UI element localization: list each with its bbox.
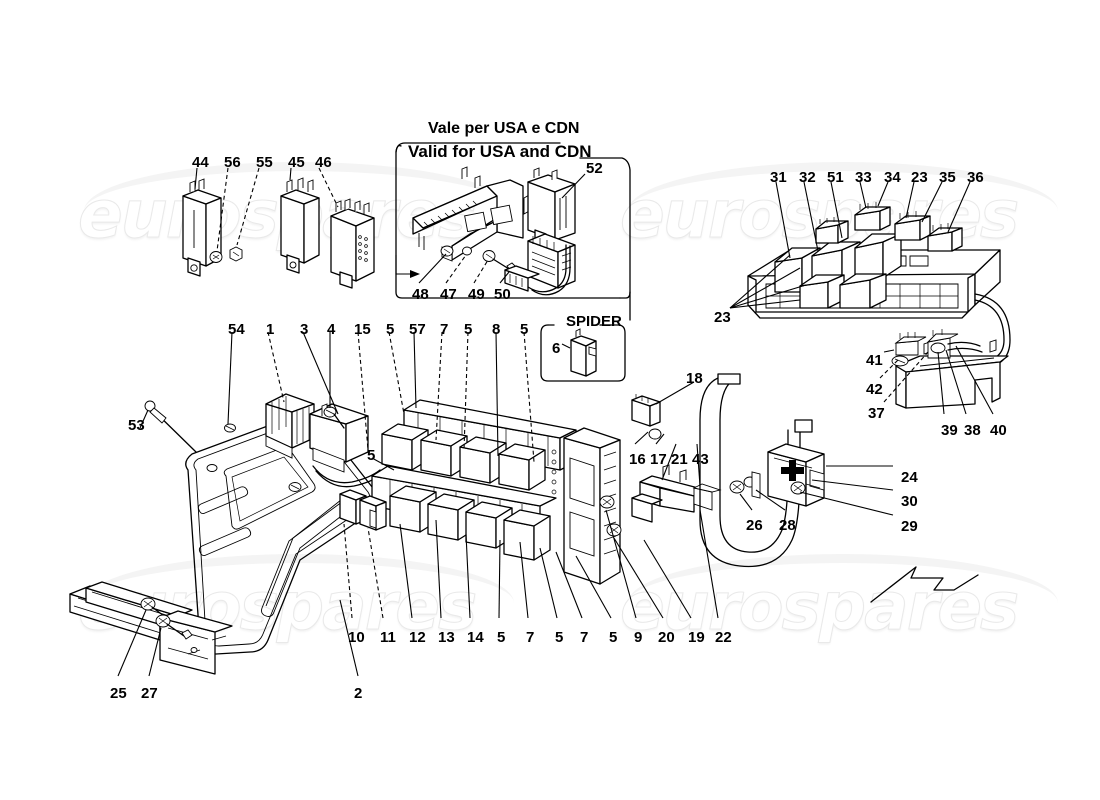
callout-number: 26 <box>746 517 763 534</box>
callout-number: 44 <box>192 154 209 171</box>
callout-number: 22 <box>715 629 732 646</box>
callout-number: 17 <box>650 451 667 468</box>
callout-number: 54 <box>228 321 245 338</box>
watermark-text: eurospares <box>619 568 1019 646</box>
callout-number: 23 <box>911 169 928 186</box>
watermark-text: eurospares <box>77 176 477 254</box>
watermark-arc <box>84 162 514 211</box>
callout-number: 15 <box>354 321 371 338</box>
callout-number: 27 <box>141 685 158 702</box>
watermark-arc <box>628 554 1058 603</box>
callout-number: 40 <box>990 422 1007 439</box>
callout-number: 19 <box>688 629 705 646</box>
callout-number: 16 <box>629 451 646 468</box>
watermark-arc <box>628 162 1058 211</box>
callout-number: 51 <box>827 169 844 186</box>
callout-number: 56 <box>224 154 241 171</box>
callout-number: 28 <box>779 517 796 534</box>
callout-number: 7 <box>580 629 589 646</box>
callout-number: 29 <box>901 518 918 535</box>
callout-number: 55 <box>256 154 273 171</box>
callout-number: 5 <box>555 629 564 646</box>
callout-number: 5 <box>520 321 529 338</box>
callout-number: 21 <box>671 451 688 468</box>
callout-number: 49 <box>468 286 485 303</box>
callout-number: 47 <box>440 286 457 303</box>
direction-arrow <box>870 566 979 603</box>
group-relay-bank <box>339 331 719 619</box>
callout-number: 25 <box>110 685 127 702</box>
callout-number: 10 <box>348 629 365 646</box>
callout-number: 23 <box>714 309 731 326</box>
callout-number: 52 <box>586 160 603 177</box>
callout-number: 34 <box>884 169 901 186</box>
callout-number: 4 <box>327 321 336 338</box>
spider-title: SPIDER <box>566 313 622 330</box>
callout-number: 35 <box>939 169 956 186</box>
group-center-modules <box>227 331 383 488</box>
callout-number: 6 <box>552 340 561 357</box>
callout-number: 42 <box>866 381 883 398</box>
callout-number: 39 <box>941 422 958 439</box>
callout-number: 5 <box>464 321 473 338</box>
group-right-mid-components <box>631 373 894 568</box>
callout-number: 31 <box>770 169 787 186</box>
callout-number: 2 <box>354 685 363 702</box>
callout-number: 3 <box>300 321 309 338</box>
callout-number: 7 <box>526 629 535 646</box>
callout-number: 46 <box>315 154 332 171</box>
callout-number: 24 <box>901 469 918 486</box>
callout-number: 5 <box>497 629 506 646</box>
callout-number: 32 <box>799 169 816 186</box>
usa-title-italian: Vale per USA e CDN <box>428 120 580 137</box>
callout-number: 57 <box>409 321 426 338</box>
callout-number: 14 <box>467 629 484 646</box>
group-mounting-plate <box>69 400 379 677</box>
callout-number: 13 <box>438 629 455 646</box>
callout-number: 33 <box>855 169 872 186</box>
callout-number: 5 <box>386 321 395 338</box>
callout-number: 8 <box>492 321 501 338</box>
callout-number: 5 <box>609 629 618 646</box>
callout-number: 37 <box>868 405 885 422</box>
callout-number: 12 <box>409 629 426 646</box>
group-fuse-box-assembly <box>729 181 1011 369</box>
callout-number: 43 <box>692 451 709 468</box>
callout-number: 11 <box>380 629 396 646</box>
group-right-bracket <box>879 329 1009 415</box>
callout-number: 45 <box>288 154 305 171</box>
watermark-arc <box>84 554 514 603</box>
callout-number: 5 <box>367 447 376 464</box>
callout-number: 7 <box>440 321 449 338</box>
callout-number: 9 <box>634 629 643 646</box>
callout-number: 41 <box>866 352 883 369</box>
callout-number: 50 <box>494 286 511 303</box>
callout-number: 38 <box>964 422 981 439</box>
callout-number: 53 <box>128 417 145 434</box>
callout-number: 1 <box>266 321 275 338</box>
usa-title-english: Valid for USA and CDN <box>408 142 592 161</box>
callout-number: 36 <box>967 169 984 186</box>
callout-number: 48 <box>412 286 429 303</box>
group-top-left-relays <box>182 167 375 289</box>
callout-number: 20 <box>658 629 675 646</box>
group-usa-cdn-box <box>395 142 631 321</box>
callout-number: 30 <box>901 493 918 510</box>
group-spider-box <box>540 324 626 382</box>
callout-number: 18 <box>686 370 703 387</box>
